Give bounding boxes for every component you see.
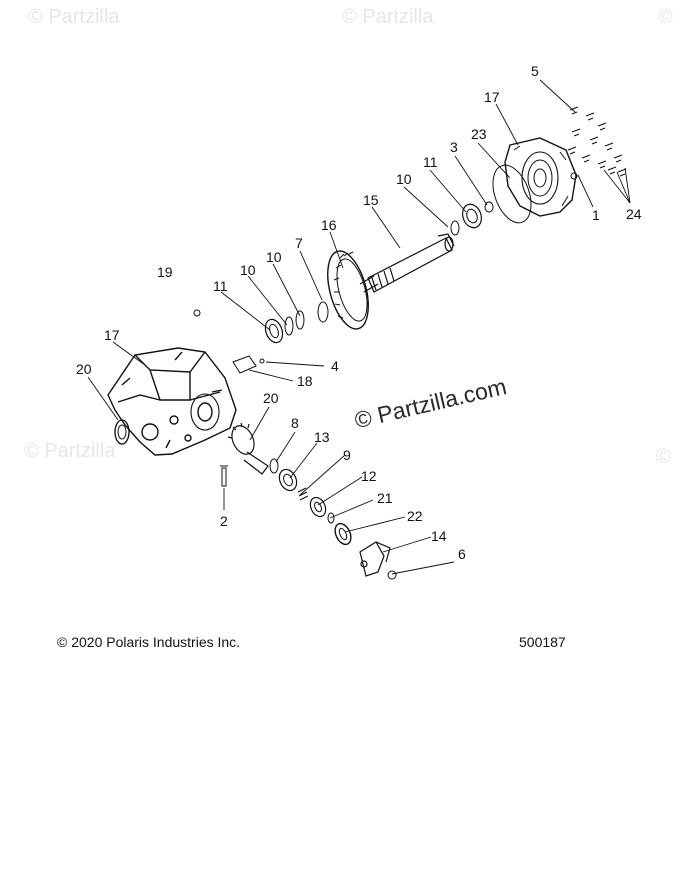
- watermark-top-right: ©: [658, 6, 673, 28]
- callout-4: 4: [331, 358, 339, 374]
- seal-20-left: [114, 419, 130, 445]
- callout-22: 22: [407, 508, 423, 524]
- leader-lines: [87, 79, 631, 575]
- watermark-top-left: © Partzilla: [28, 6, 120, 28]
- callout-18: 18: [297, 373, 313, 389]
- diagram-id: 500187: [519, 634, 566, 650]
- bearing-11-upper: [461, 203, 483, 229]
- watermark-mid-right: ©: [656, 446, 671, 468]
- output-shaft: [359, 233, 455, 293]
- callout-8: 8: [291, 415, 299, 431]
- callout-2: 2: [220, 513, 228, 529]
- bearing-11-lower: [264, 318, 284, 344]
- callout-17-lower: 17: [104, 327, 120, 343]
- callout-14: 14: [431, 528, 447, 544]
- callout-13: 13: [314, 429, 330, 445]
- callout-5: 5: [531, 63, 539, 79]
- callout-16: 16: [321, 217, 337, 233]
- main-housing: [107, 347, 237, 456]
- callout-11-upper: 11: [423, 154, 438, 170]
- callout-10-lower: 10: [240, 262, 256, 278]
- yoke-flange: [359, 541, 391, 577]
- ring-gear: [327, 250, 369, 330]
- callout-6: 6: [458, 546, 466, 562]
- callout-20-left: 20: [76, 361, 92, 377]
- callout-21: 21: [377, 490, 393, 506]
- copyright-text: © 2020 Polaris Industries Inc.: [57, 634, 241, 650]
- callout-11-lower: 11: [213, 278, 228, 294]
- cover-housing: [504, 137, 577, 217]
- callout-24: 24: [626, 206, 642, 222]
- callout-17-upper: 17: [484, 89, 500, 105]
- o-ring-23: [492, 164, 532, 224]
- pinion-gear: [227, 422, 269, 475]
- callout-23: 23: [471, 126, 487, 142]
- callout-20-pinion: 20: [263, 390, 279, 406]
- callout-15: 15: [363, 192, 379, 208]
- bolt-set: [567, 106, 627, 180]
- callout-10-mid: 10: [266, 249, 282, 265]
- callout-12: 12: [361, 468, 377, 484]
- callout-7: 7: [295, 235, 303, 251]
- callout-3: 3: [450, 139, 458, 155]
- callout-9: 9: [343, 447, 351, 463]
- watermark-top-center: © Partzilla: [342, 6, 434, 28]
- callout-1: 1: [592, 207, 600, 223]
- callout-19: 19: [157, 264, 173, 280]
- watermark-mid-left: © Partzilla: [24, 440, 116, 462]
- callout-10-upper: 10: [396, 171, 412, 187]
